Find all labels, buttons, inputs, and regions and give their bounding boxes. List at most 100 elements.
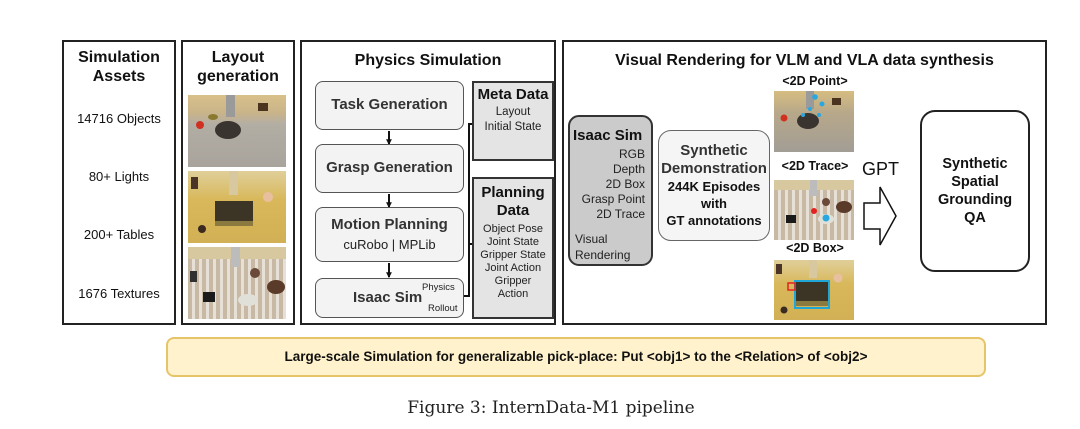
arrow-head-1: ▼ [384,137,394,148]
bottle-icon [191,177,198,189]
synthetic-spatial-grounding-qa-box: Synthetic Spatial Grounding QA [920,110,1030,272]
robot-arm-icon [226,95,235,117]
meta-item-layout: Layout [495,106,531,118]
example-image-2d-box [774,260,854,320]
demo-gt-annotations: GT annotations [666,213,762,228]
layout-scene-1-drawing [196,95,268,139]
example-label-2d-box: <2D Box> [786,241,844,255]
layout-generation-panel: Layout generation [181,40,295,325]
planning-item-action: Action [497,288,529,300]
meta-item-initial-state: Initial State [484,121,542,133]
demo-episodes: 244K Episodes [667,179,761,194]
pot-icon [215,121,241,139]
example-label-2d-point: <2D Point> [782,74,848,88]
box-scene-drawing [776,260,843,314]
device-icon [190,271,197,282]
point-marker [812,94,818,100]
example-label-2d-trace: <2D Trace> [781,159,849,173]
assets-title-line1: Simulation [78,49,160,66]
qa-line-3: Grounding [937,192,1013,208]
trace-start-marker [811,208,817,214]
point-scene-drawing [780,91,841,129]
layout-image-1 [188,95,286,167]
planning-item-joint-state: Joint State [487,236,539,248]
modality-rgb: RGB [618,147,645,161]
layout-image-3 [188,247,286,319]
caption-text: Figure 3: InternData-M1 pipeline [407,398,695,418]
bounding-box-blue [794,280,830,309]
trace-end-marker [822,214,830,222]
asset-tables: 200+ Tables [83,227,155,242]
planning-item-gripper: Gripper [494,275,532,287]
task-generation-label: Task Generation [331,96,448,113]
asset-textures: 1676 Textures [78,286,160,301]
modality-depth: Depth [612,162,645,176]
gpt-arrow-icon [863,186,897,246]
qa-line-2: Spatial [951,174,999,190]
assets-title-line2: Assets [92,68,146,85]
task-generation-box: Task Generation [315,81,464,130]
example-image-2d-point [774,91,854,152]
arrow-down-2 [388,194,390,207]
grasp-generation-box: Grasp Generation [315,144,464,193]
pot-icon [797,113,819,129]
arrow-head-3: ▼ [384,270,394,281]
robot-arm-icon [229,171,238,195]
isaac-render-title: Isaac Sim [573,127,643,144]
pinecone-icon [250,268,260,278]
layout-title-line1: Layout [211,49,265,66]
isaac-render-modalities: RGB Depth 2D Box Grasp Point 2D Trace [582,147,645,222]
visual-rendering-label: Visual Rendering [575,231,630,263]
motion-planning-label: Motion Planning [331,216,448,233]
gpt-label: GPT [862,159,900,179]
planning-data-title-1: Planning [481,184,545,201]
visual-rendering-line1: Visual [575,232,608,246]
demo-title-2: Demonstration [661,160,767,177]
planning-item-joint-action: Joint Action [484,262,542,274]
planning-data-box: Planning Data Object Pose Joint State Gr… [472,177,554,319]
layout-title: Layout generation [183,48,293,86]
modality-2d-trace: 2D Trace [596,207,645,221]
visual-title: Visual Rendering for VLM and VLA data sy… [615,52,994,69]
bounding-box-red [787,282,796,291]
red-object-icon [196,121,204,129]
point-marker [808,107,812,111]
microwave-base-icon [215,221,253,226]
planning-item-object-pose: Object Pose [483,223,543,235]
figure-caption: Figure 3: InternData-M1 pipeline [0,398,1080,418]
bowl-icon [238,294,258,306]
motion-planning-box: Motion Planning cuRobo | MPLib [315,207,464,262]
physics-simulation-panel: Physics Simulation Task Generation ▼ Gra… [300,40,556,325]
modality-grasp-point: Grasp Point [581,192,645,206]
motion-planning-libs: cuRobo | MPLib [343,237,436,252]
isaac-sim-rollout-box: Isaac Sim Physics Rollout [315,278,464,318]
arrow-head-2: ▼ [384,200,394,211]
meta-data-box: Meta Data Layout Initial State [472,81,554,161]
basket-icon [267,280,285,294]
qa-label: Synthetic Spatial Grounding QA [922,155,1028,227]
robot-arm-icon [231,247,240,267]
visual-rendering-line2: Rendering [575,248,631,262]
isaac-sim-label: Isaac Sim [353,289,423,306]
meta-data-title: Meta Data [477,86,549,103]
isaac-sim-render-box: Isaac Sim RGB Depth 2D Box Grasp Point 2… [568,115,653,266]
assets-title: Simulation Assets [64,48,174,86]
planning-data-title-2: Data [496,202,530,219]
visual-rendering-panel: Visual Rendering for VLM and VLA data sy… [562,40,1047,325]
point-marker [801,113,805,117]
demo-title-1: Synthetic [680,142,748,159]
banner-text: Large-scale Simulation for generalizable… [284,349,868,364]
pick-place-banner: Large-scale Simulation for generalizable… [166,337,986,377]
layout-title-line2: generation [197,68,279,85]
physics-superscript: Physics [422,282,455,293]
qa-line-1: Synthetic [942,156,1008,172]
arrow-down-1 [388,131,390,144]
modality-2d-box: 2D Box [605,177,645,191]
cake-icon [263,192,273,202]
point-marker [819,101,825,107]
demo-with: with [701,196,727,211]
physics-title: Physics Simulation [354,52,502,69]
layout-image-2 [188,171,286,243]
asset-objects: 14716 Objects [77,111,161,126]
box-object-icon [258,103,268,111]
